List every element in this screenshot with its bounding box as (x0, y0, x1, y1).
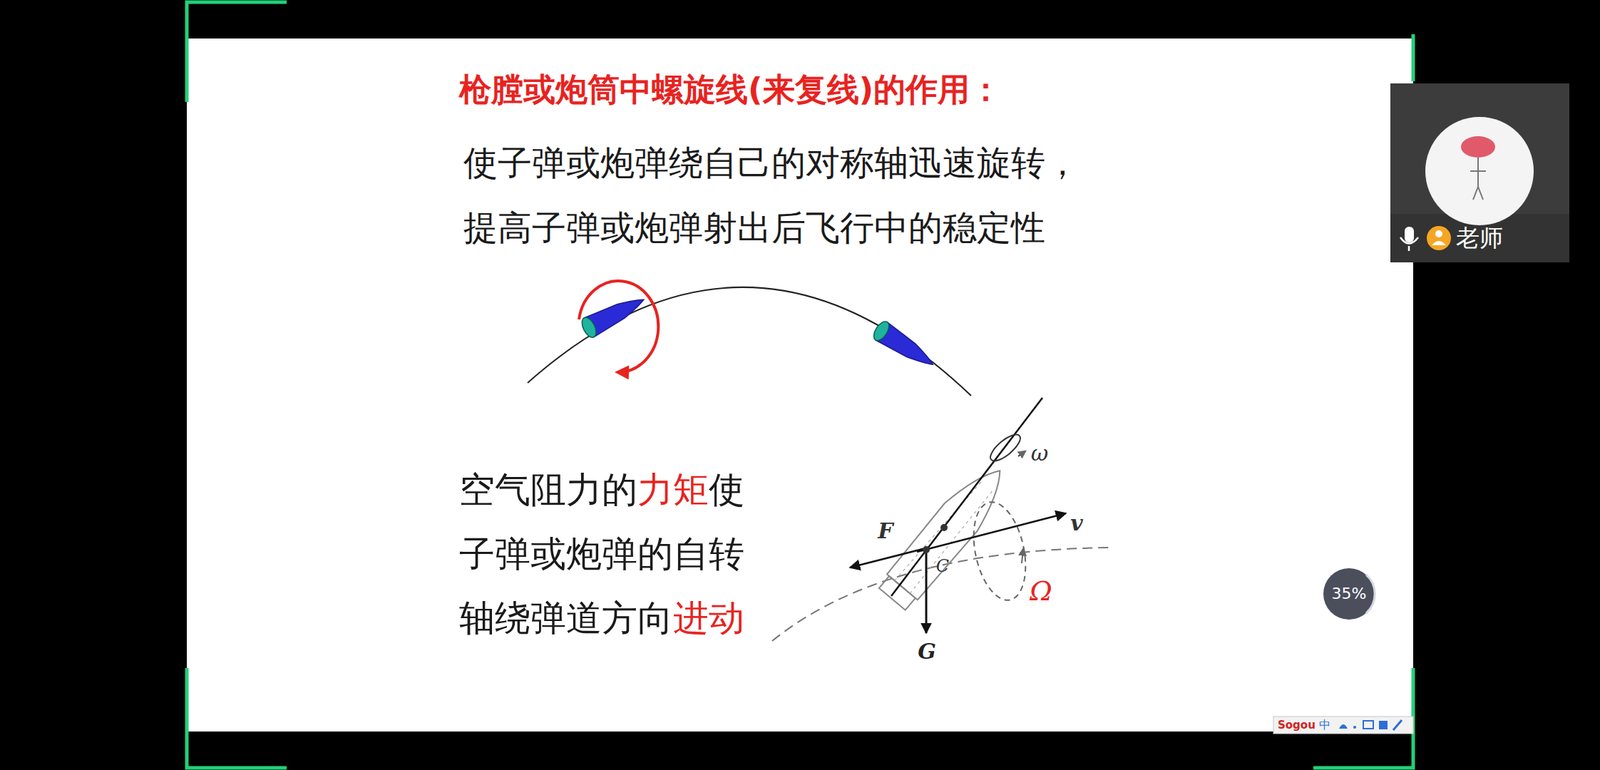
bullet-left (578, 290, 649, 340)
drag-arrow (849, 548, 926, 568)
velocity-arrow (916, 513, 1066, 552)
avatar-figure (1470, 157, 1486, 200)
video-panel-box: 老师 (1390, 83, 1577, 263)
velocity-label: v (1070, 510, 1083, 537)
avatar-blob (1460, 136, 1496, 158)
progress-arc (1366, 574, 1375, 614)
note-text: 空气阻力的 (459, 469, 638, 511)
corner-brackets (186, 2, 1414, 768)
trajectory-curve (527, 287, 972, 396)
participant-name: 老师 (1455, 222, 1577, 254)
avatar-circle (1425, 116, 1534, 226)
omega-label: ω (1031, 440, 1049, 467)
gravity-arrow (925, 550, 928, 634)
precession-head (1021, 549, 1024, 564)
progress-badge (1323, 568, 1375, 620)
mic-icon (1404, 226, 1414, 243)
precession-ellipse (965, 496, 1034, 605)
body-line: 提高子弹或炮弹射出后飞行中的稳定性 (463, 207, 1046, 249)
ime-mode: 中 (1319, 718, 1331, 732)
progress-value: 35% (1331, 578, 1367, 610)
spin-axis (891, 397, 1043, 597)
omega-curl (986, 430, 1025, 466)
precession-label: Ω (1029, 575, 1053, 609)
center-label: C (936, 556, 950, 577)
gravity-label: G (917, 638, 937, 665)
ime-bar (1273, 716, 1414, 734)
pressure-dot (940, 524, 948, 532)
note-highlight: 力矩 (637, 469, 709, 511)
center-dot (922, 546, 930, 554)
note-highlight: 进动 (673, 597, 745, 639)
note-paragraph: 空气阻力的力矩使子弹或炮弹的自转轴绕弹道方向进动 (459, 457, 759, 651)
spin-arrow (578, 280, 659, 373)
user-icon-body (1431, 240, 1446, 246)
omega-curl-head (1018, 451, 1026, 457)
trajectory-dashed (772, 547, 1111, 641)
bullet-right (870, 318, 939, 373)
user-icon (1426, 226, 1451, 251)
body-line: 使子弹或炮弹绕自己的对称轴迅速旋转， (463, 142, 1080, 184)
progress-badge-box: 35% (1323, 568, 1375, 620)
force-label: F (877, 518, 893, 545)
slide-title: 枪膛或炮筒中螺旋线(来复线)的作用： (459, 70, 1002, 110)
user-icon-head (1435, 230, 1443, 238)
mic-stand (1400, 237, 1419, 251)
ime-brand: Sogou (1277, 718, 1316, 732)
ime-icons (1339, 720, 1402, 731)
slide-ground (186, 38, 1414, 732)
